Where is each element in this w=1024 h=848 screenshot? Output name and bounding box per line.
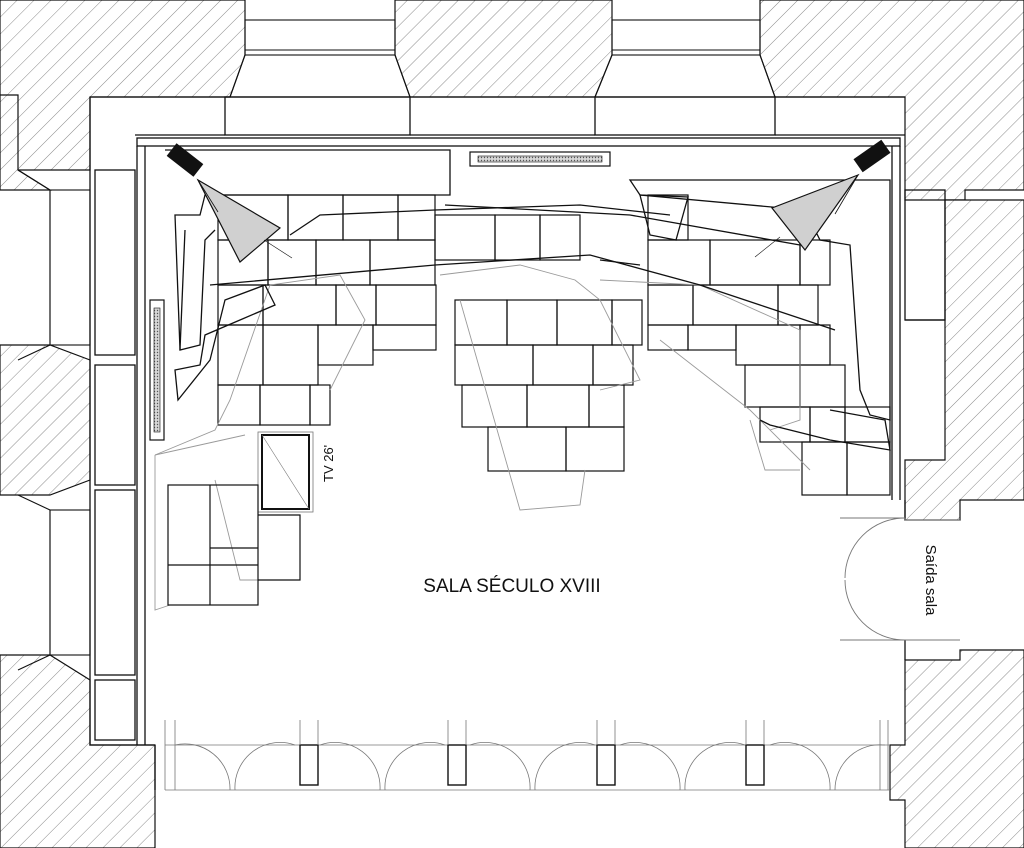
display-panel <box>342 194 399 241</box>
display-panel <box>454 344 534 386</box>
display-panel <box>369 239 436 286</box>
display-panel <box>692 284 779 326</box>
display-panel <box>709 239 801 286</box>
display-panel <box>799 324 831 366</box>
interior-walls <box>89 96 946 790</box>
display-panel <box>532 344 594 386</box>
display-panel <box>687 324 737 351</box>
tv-label: TV 26' <box>321 445 336 482</box>
display-panel <box>611 299 643 346</box>
camera-left <box>166 143 293 263</box>
display-panel <box>846 441 891 496</box>
display-panel <box>372 324 437 351</box>
display-panel <box>744 364 801 408</box>
exhibit-outlines <box>165 149 891 451</box>
display-panel <box>735 324 801 366</box>
wall-top-left <box>0 0 246 171</box>
display-panel <box>375 284 437 326</box>
light-fixture-top <box>469 151 611 167</box>
camera-icon <box>166 143 204 177</box>
display-panel <box>777 284 819 326</box>
display-panel <box>315 239 371 286</box>
window-reveals <box>17 19 776 671</box>
display-panels <box>217 194 891 496</box>
display-panel <box>335 284 377 326</box>
display-panel <box>487 426 567 472</box>
display-panel <box>309 384 331 426</box>
display-panel <box>526 384 590 428</box>
display-panel <box>397 194 436 241</box>
display-panel <box>494 214 541 261</box>
wall-left-bottom <box>0 654 156 848</box>
wall-right-mid <box>904 199 1024 521</box>
display-panel <box>454 299 508 346</box>
display-panel <box>588 384 625 428</box>
bottom-windows <box>164 720 890 791</box>
display-panel <box>217 384 261 426</box>
display-panel <box>539 214 581 261</box>
exit-label: Saída sala <box>922 545 939 617</box>
tv-unit <box>257 431 314 513</box>
view-lines <box>154 264 811 611</box>
wall-right-bottom <box>889 649 1024 848</box>
display-panel <box>565 426 625 472</box>
display-panel <box>262 324 319 386</box>
display-panel <box>647 284 694 326</box>
window-mullions <box>299 744 765 786</box>
display-panel <box>217 324 264 386</box>
display-panel <box>759 406 811 443</box>
wall-pier-top-center <box>394 0 613 98</box>
display-panel <box>592 344 634 386</box>
seating-block <box>167 484 301 606</box>
camera-right-cone <box>771 173 860 252</box>
display-panel <box>799 364 846 408</box>
display-panel <box>647 239 711 286</box>
display-panel <box>217 284 264 326</box>
light-fixture-left <box>149 299 165 441</box>
mullion-stems <box>299 720 765 745</box>
camera-icon <box>853 139 891 173</box>
camera-right <box>754 139 891 258</box>
display-panel <box>844 406 891 443</box>
camera-left-cone <box>196 178 282 263</box>
room-title: SALA SÉCULO XVIII <box>423 576 600 597</box>
display-panel <box>434 214 496 261</box>
wall-left-pier-2 <box>0 344 91 496</box>
display-panel <box>506 299 558 346</box>
exit-door <box>840 517 960 641</box>
display-panel <box>259 384 311 426</box>
